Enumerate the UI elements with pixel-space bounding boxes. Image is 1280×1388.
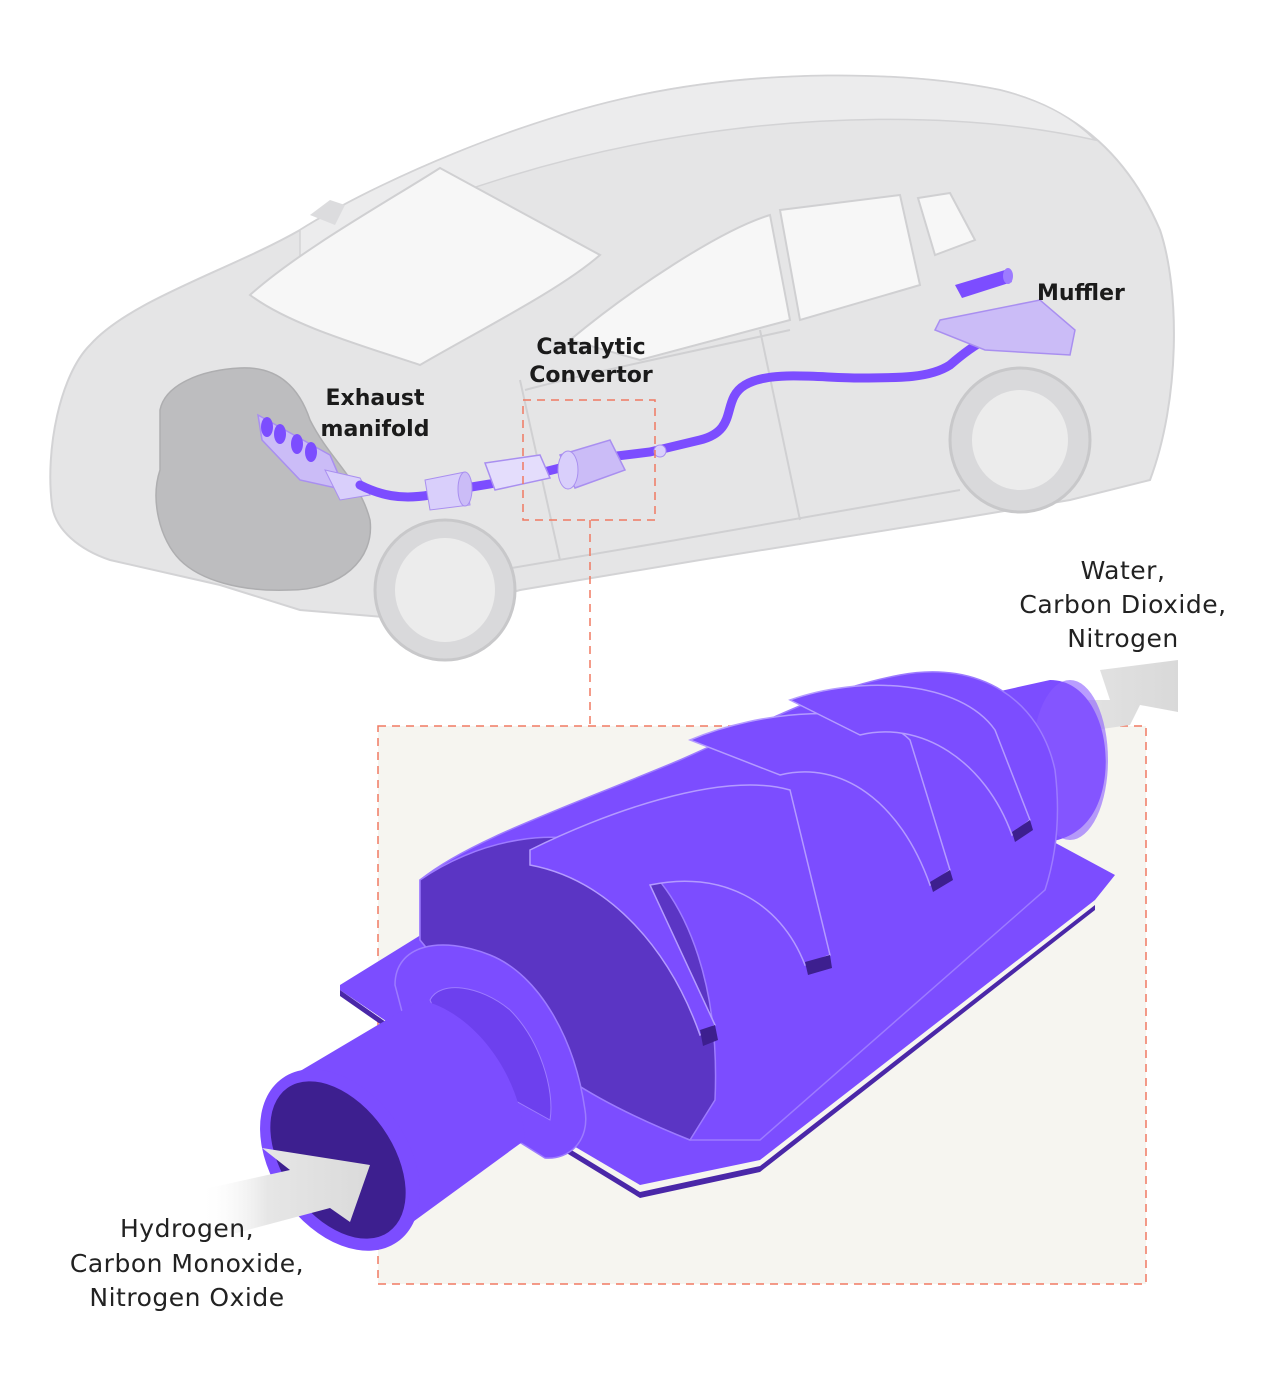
car-antenna [310, 200, 345, 225]
label-catalytic-line2: Convertor [529, 363, 653, 388]
car-roof [299, 74, 1098, 262]
resonator [424, 471, 473, 511]
input-arrow [200, 1148, 370, 1240]
label-catalytic-line1: Catalytic [536, 335, 645, 360]
exhaust-system [257, 268, 1076, 511]
engine-block [155, 367, 372, 591]
inlet-pipe [285, 1000, 525, 1235]
front-side-window [567, 213, 792, 362]
muffler [933, 268, 1076, 356]
label-muffler: Muffler [1037, 281, 1125, 306]
label-input-line2: Carbon Monoxide, [70, 1249, 304, 1278]
front-wheel [373, 518, 517, 662]
rear-wheel [948, 366, 1092, 514]
rear-side-window [778, 193, 922, 322]
catalytic-converter-detail [260, 671, 1115, 1251]
label-output-line1: Water, [1081, 556, 1166, 585]
windshield [248, 166, 602, 367]
label-output-line3: Nitrogen [1067, 624, 1179, 653]
label-exhaust-line2: manifold [321, 417, 430, 442]
label-output-line2: Carbon Dioxide, [1019, 590, 1226, 619]
quarter-window [916, 191, 977, 257]
label-input-line3: Nitrogen Oxide [89, 1283, 284, 1312]
car-sill [499, 489, 961, 571]
pipe-joint [653, 444, 667, 458]
label-input-line1: Hydrogen, [120, 1214, 254, 1243]
label-exhaust-line1: Exhaust [326, 386, 425, 411]
catalytic-converter-small [483, 439, 627, 491]
exhaust-manifold [257, 413, 371, 501]
